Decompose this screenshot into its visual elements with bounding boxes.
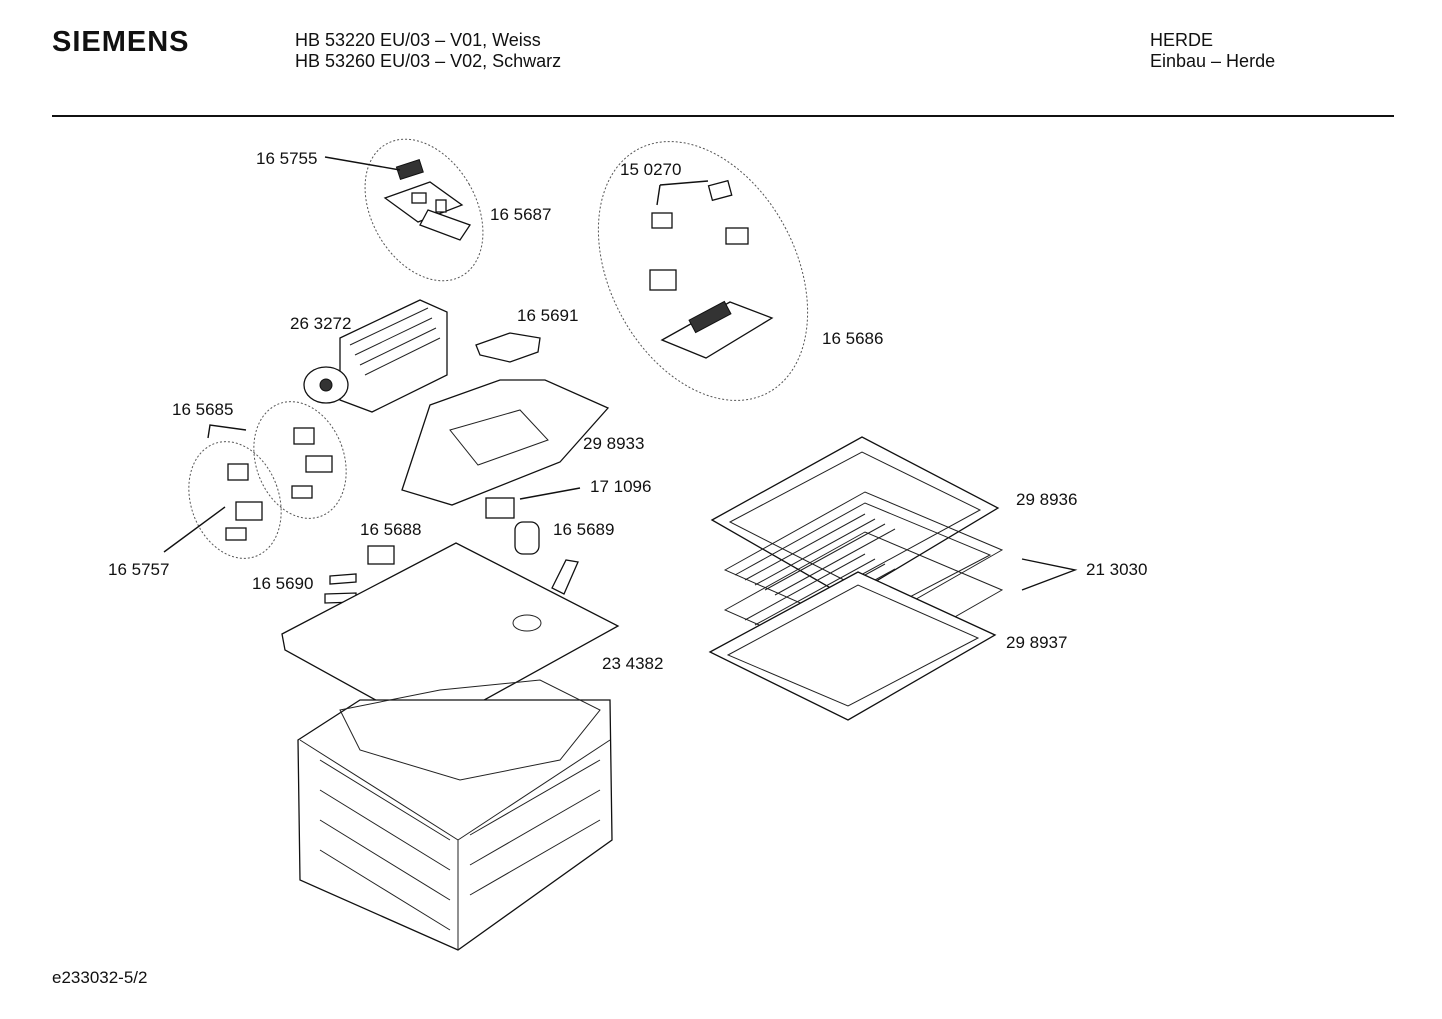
strap-bracket [551,559,579,595]
part-label-298937: 29 8937 [1006,633,1067,652]
part-label-263272: 26 3272 [290,314,351,333]
part-label-234382: 23 4382 [602,654,663,673]
part-label-165689: 16 5689 [553,520,614,539]
part-label-165685: 16 5685 [172,400,233,419]
oven-muffle [297,679,613,951]
part-label-298933: 29 8933 [583,434,644,453]
model-list: HB 53220 EU/03 – V01, Weiss HB 53260 EU/… [295,30,561,72]
part-label-165688: 16 5688 [360,520,421,539]
leader-150270-b [656,184,661,206]
cover-165691 [475,332,541,363]
bracket-165690-a [329,573,357,585]
brand-logo: SIEMENS [52,26,190,58]
part-label-298936: 29 8936 [1016,490,1077,509]
part-label-165686: 16 5686 [822,329,883,348]
leader-213030 [1021,558,1078,591]
drawing-id: e233032-5/2 [52,968,148,987]
leader-165757 [163,506,226,553]
header-divider [52,115,1394,117]
part-label-213030: 21 3030 [1086,560,1147,579]
plate-298933 [401,379,610,506]
top-panel-234382 [281,542,620,731]
switch-assembly-group-165687 [364,138,484,282]
tray-298937 [708,571,997,721]
part-label-165690: 16 5690 [252,574,313,593]
leader-165685 [207,424,247,439]
fan-motor-263272 [303,299,448,413]
category-line-1: HERDE [1150,30,1214,50]
part-label-165755: 16 5755 [256,149,317,168]
leader-150270-a [659,180,709,186]
part-label-171096: 17 1096 [590,477,651,496]
leader-165755 [324,156,401,171]
model-line-2: HB 53260 EU/03 – V02, Schwarz [295,51,562,71]
capacitor-165689 [514,521,540,555]
thermostat-group-165685 [253,401,347,519]
switch-assembly-group-165686 [597,141,809,401]
tray-298936 [710,436,1000,599]
bracket-165688 [367,545,395,565]
category-block: HERDE Einbau – Herde [1150,30,1275,72]
part-label-165757: 16 5757 [108,560,169,579]
part-label-165687: 16 5687 [490,205,551,224]
part-label-165691: 16 5691 [517,306,578,325]
clip-171096 [485,497,515,519]
part-label-150270: 15 0270 [620,160,681,179]
category-line-2: Einbau – Herde [1150,51,1276,71]
model-line-1: HB 53220 EU/03 – V01, Weiss [295,30,541,50]
leader-171096 [519,487,581,500]
thermostat-group-165757 [188,441,282,559]
